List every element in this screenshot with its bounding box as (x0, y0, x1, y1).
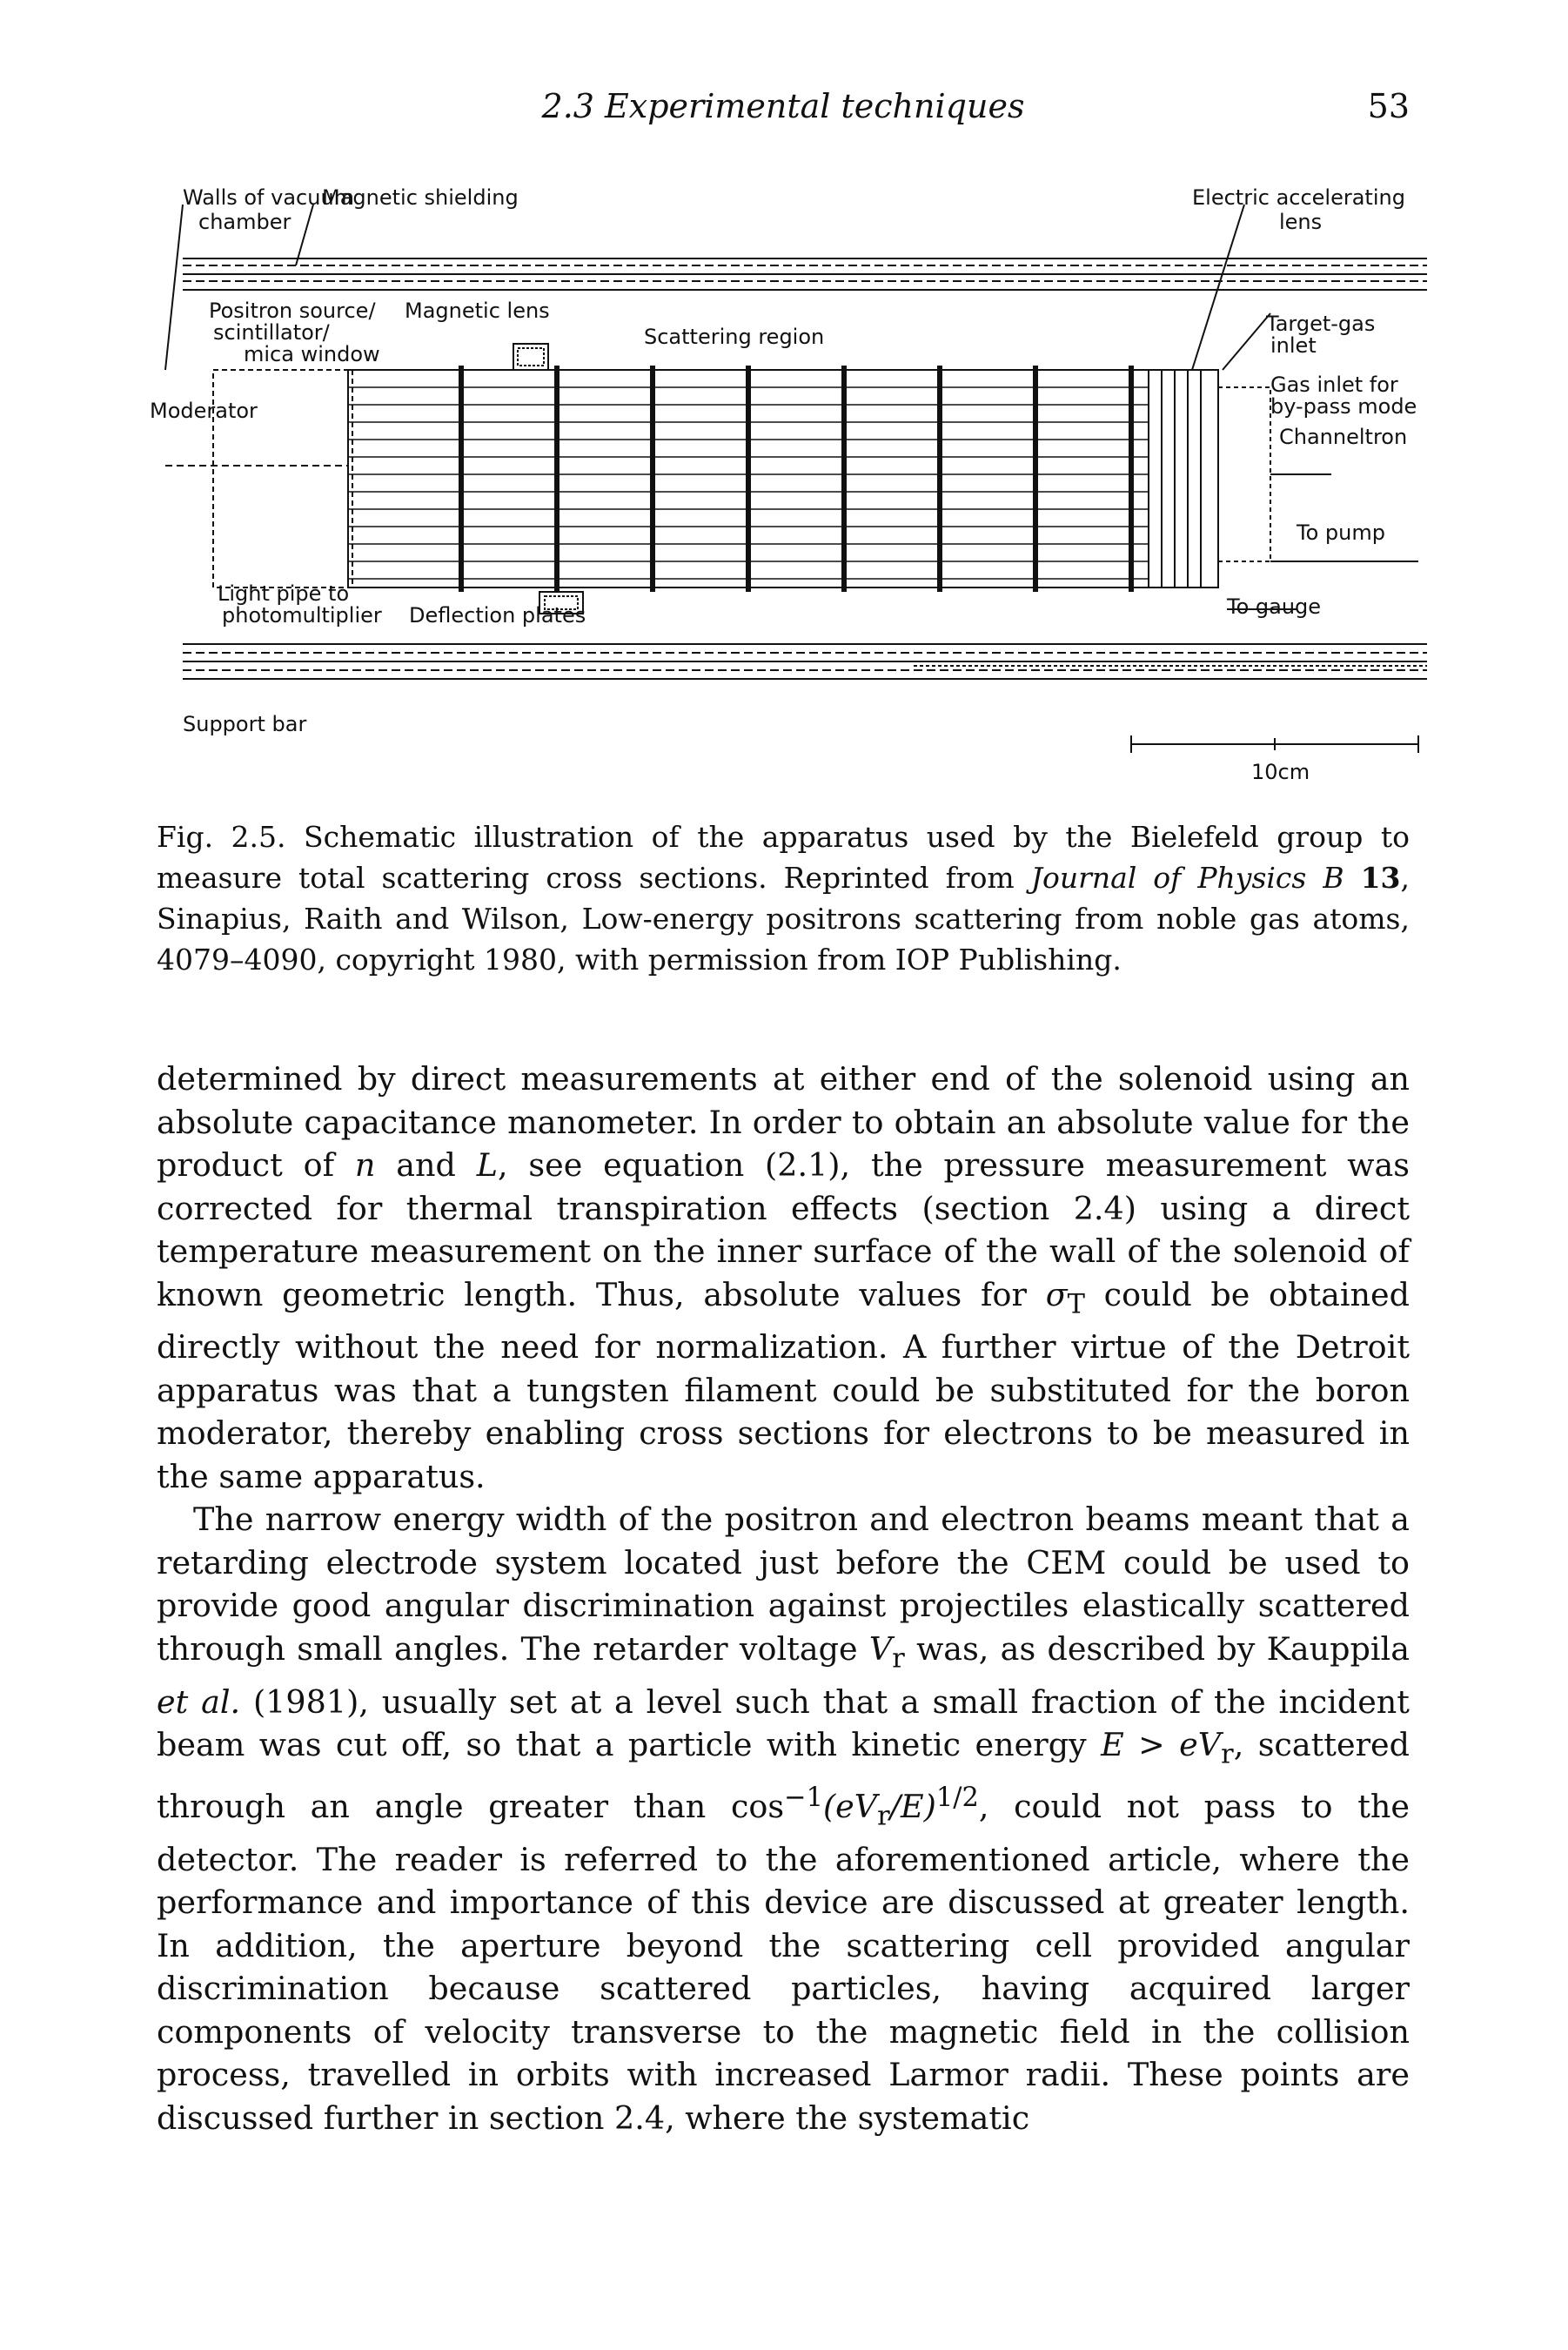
label-gas-inlet-line1: Gas inlet for (1270, 373, 1398, 397)
label-to-pump: To pump (1296, 520, 1385, 545)
label-target-gas-line1: Target-gas (1265, 312, 1375, 336)
electric-lens (1148, 369, 1219, 588)
label-scale-bar: 10cm (1251, 760, 1310, 784)
label-target-gas-line2: inlet (1270, 333, 1317, 358)
p2-text-b: was, as described by Kauppila (916, 1629, 1410, 1668)
caption-text-1: Schematic illustration of the apparatus … (157, 820, 1410, 895)
body-text: determined by direct measurements at eit… (157, 1058, 1410, 2139)
p2-var-V3: V (854, 1788, 878, 1826)
p2-var-V: V (868, 1629, 893, 1668)
label-support-bar: Support bar (183, 712, 306, 736)
section-title: 2.3 Experimental techniques (541, 87, 1025, 125)
p1-var-L: L (476, 1146, 498, 1184)
label-light-pipe-line2: photomultiplier (222, 603, 382, 628)
paragraph-2: The narrow energy width of the positron … (157, 1498, 1410, 2139)
p2-exp1: −1 (784, 1782, 823, 1813)
p2-var-E: E (1101, 1726, 1124, 1764)
apparatus-figure: Walls of vacuum chamber Magnetic shieldi… (148, 178, 1453, 805)
p1-text-c: , see equation (2.1), the pressure measu… (157, 1146, 1411, 1313)
deflection-plates (539, 591, 584, 614)
p2-etal: et al. (157, 1682, 241, 1721)
p1-sigma-sub: T (1067, 1288, 1085, 1319)
p2-var-V-sub: r (892, 1643, 905, 1675)
p1-sigma: σ (1045, 1275, 1068, 1313)
p2-text-g: , could not pass to the detector. The re… (157, 1788, 1410, 2137)
p2-text-f: /E) (889, 1788, 936, 1826)
label-positron-source-line3: mica window (244, 342, 380, 366)
caption-volume: 13 (1360, 861, 1401, 895)
p2-gt-e: > e (1123, 1726, 1198, 1764)
label-magnetic-lens: Magnetic lens (405, 299, 550, 323)
caption-journal: Journal of Physics B (1030, 861, 1344, 895)
apparatus-schematic: Walls of vacuum chamber Magnetic shieldi… (150, 185, 1427, 784)
label-to-gauge: To gauge (1226, 594, 1321, 619)
caption-text-2: , Sinapius, Raith and Wilson, Low-energy… (157, 861, 1410, 977)
caption-label: Fig. 2.5. (157, 820, 286, 854)
p1-text-a: determined by direct measurements at eit… (157, 1060, 1410, 1184)
page-number: 53 (1367, 87, 1410, 125)
figure-caption: Fig. 2.5. Schematic illustration of the … (157, 816, 1410, 980)
label-moderator: Moderator (150, 399, 258, 423)
label-light-pipe-line1: Light pipe to (218, 581, 349, 606)
p1-text-b: and (396, 1146, 456, 1184)
label-deflection-plates: Deflection plates (409, 603, 586, 628)
p2-text-d: , scattered through an angle greater tha… (157, 1726, 1410, 1826)
label-positron-source-line1: Positron source/ (209, 299, 376, 323)
p2-exp2: 1/2 (935, 1782, 979, 1813)
label-scattering-region: Scattering region (644, 325, 824, 349)
channeltron-housing (1217, 386, 1271, 562)
label-electric-lens-line2: lens (1279, 210, 1322, 234)
p2-var-V2-sub: r (1221, 1739, 1234, 1770)
label-channeltron: Channeltron (1279, 425, 1407, 449)
p2-text-c: (1981), usually set at a level such that… (157, 1682, 1410, 1764)
p1-text-d: could be obtained directly without the n… (157, 1275, 1410, 1495)
label-magnetic-shielding: Magnetic shielding (322, 185, 519, 210)
label-walls-line2: chamber (198, 210, 291, 234)
p2-var-V2: V (1197, 1726, 1222, 1764)
running-head: 2.3 Experimental techniques 53 (157, 87, 1410, 131)
magnetic-lens (513, 343, 549, 371)
label-gas-inlet-line2: by-pass mode (1270, 394, 1417, 419)
moderator-housing (212, 369, 353, 588)
label-positron-source-line2: scintillator/ (213, 320, 331, 345)
p2-text-a: The narrow energy width of the positron … (157, 1501, 1410, 1668)
paragraph-1: determined by direct measurements at eit… (157, 1058, 1410, 1498)
p2-var-V3-sub: r (877, 1801, 890, 1832)
label-walls-line1: Walls of vacuum (183, 185, 354, 210)
p1-var-n: n (354, 1146, 376, 1184)
p2-text-e: (e (822, 1788, 854, 1826)
label-electric-lens-line1: Electric accelerating (1192, 185, 1405, 210)
